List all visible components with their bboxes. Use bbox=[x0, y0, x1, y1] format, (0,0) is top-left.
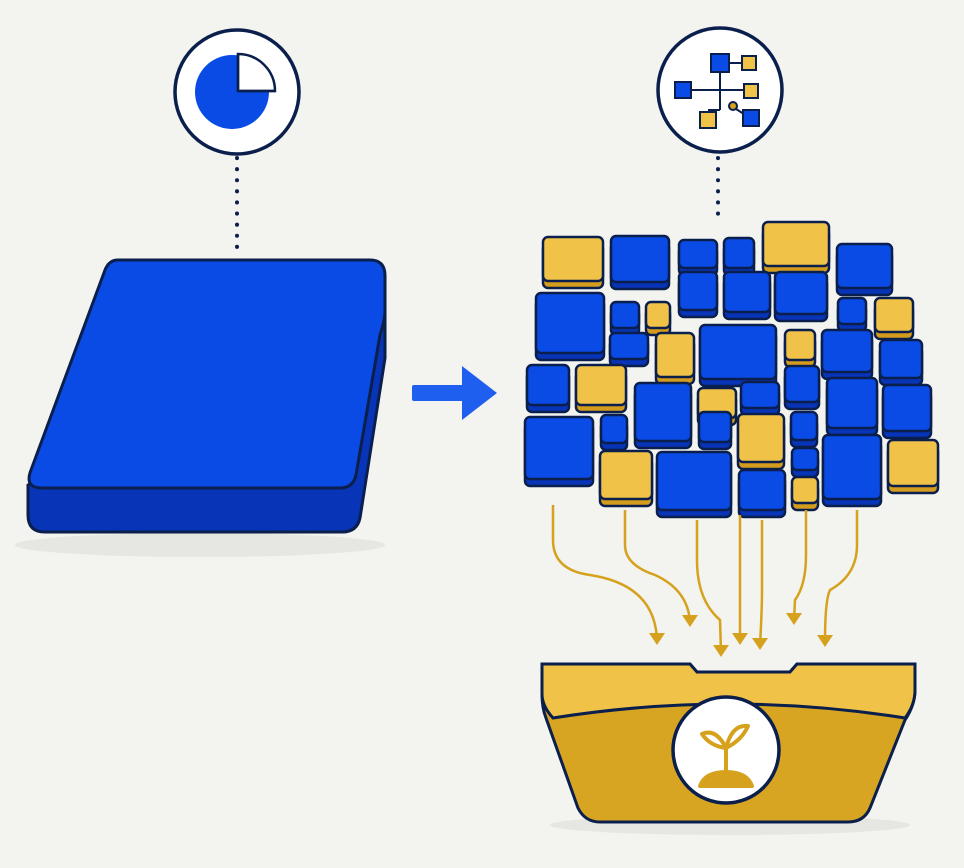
flow-arrow bbox=[623, 510, 692, 623]
gold-tile bbox=[761, 220, 831, 275]
flow-arrowhead bbox=[732, 633, 748, 645]
flow-arrow bbox=[551, 505, 659, 641]
big-blue-slab bbox=[26, 258, 387, 534]
blue-tile bbox=[821, 433, 883, 508]
blue-tile bbox=[836, 296, 868, 333]
gold-tile bbox=[654, 331, 696, 386]
blue-tile bbox=[677, 270, 719, 319]
blue-tile bbox=[790, 446, 820, 479]
blue-tile bbox=[820, 328, 874, 381]
gold-tile bbox=[644, 300, 672, 337]
gold-tile bbox=[598, 449, 654, 508]
gold-tile bbox=[886, 438, 940, 495]
flow-arrowhead bbox=[649, 633, 665, 645]
flow-arrowhead bbox=[713, 645, 729, 657]
blue-tile bbox=[835, 242, 894, 297]
blue-tile bbox=[737, 468, 787, 519]
blue-tile bbox=[773, 270, 829, 323]
blue-tile bbox=[825, 376, 879, 437]
flow-arrowhead bbox=[752, 638, 768, 650]
blue-tile bbox=[523, 415, 595, 488]
blue-tile bbox=[609, 234, 671, 291]
gold-tile bbox=[574, 363, 628, 414]
transform-arrow bbox=[412, 366, 497, 420]
flow-arrowhead bbox=[786, 613, 802, 625]
hierarchy-network-icon bbox=[674, 53, 760, 129]
blue-tile bbox=[633, 381, 693, 450]
gold-tile bbox=[790, 475, 820, 512]
gold-tile bbox=[541, 235, 605, 290]
blue-tile bbox=[525, 363, 571, 414]
flow-arrow bbox=[792, 510, 808, 621]
flow-arrow bbox=[823, 510, 859, 643]
blue-tile bbox=[534, 291, 606, 362]
blue-tile bbox=[739, 380, 781, 417]
blue-tile bbox=[783, 364, 821, 411]
blue-tile bbox=[722, 236, 756, 277]
slab-shadow bbox=[15, 533, 385, 557]
blue-tile bbox=[609, 300, 641, 337]
blue-tile bbox=[599, 413, 629, 452]
pie-chart-icon bbox=[195, 52, 277, 129]
flow-arrowhead bbox=[817, 635, 833, 647]
blue-tile bbox=[878, 338, 924, 387]
flow-arrows bbox=[551, 505, 859, 657]
flow-arrow bbox=[695, 520, 723, 653]
blue-tile bbox=[881, 383, 933, 440]
tile-grid bbox=[523, 220, 940, 519]
blue-tile bbox=[655, 450, 733, 519]
left-badge bbox=[173, 28, 301, 156]
gold-tile bbox=[873, 296, 915, 341]
sprout-icon bbox=[698, 723, 754, 788]
blue-tile bbox=[697, 410, 733, 451]
flow-arrow bbox=[758, 520, 764, 646]
basket bbox=[540, 662, 917, 824]
blue-tile bbox=[789, 410, 819, 449]
blue-tile bbox=[722, 270, 772, 321]
blue-tile bbox=[698, 323, 778, 388]
blue-tile bbox=[608, 331, 650, 368]
flow-arrowhead bbox=[682, 615, 698, 627]
gold-tile bbox=[783, 328, 817, 369]
blue-tile bbox=[677, 238, 719, 277]
gold-tile bbox=[736, 412, 786, 471]
right-badge bbox=[656, 26, 784, 154]
